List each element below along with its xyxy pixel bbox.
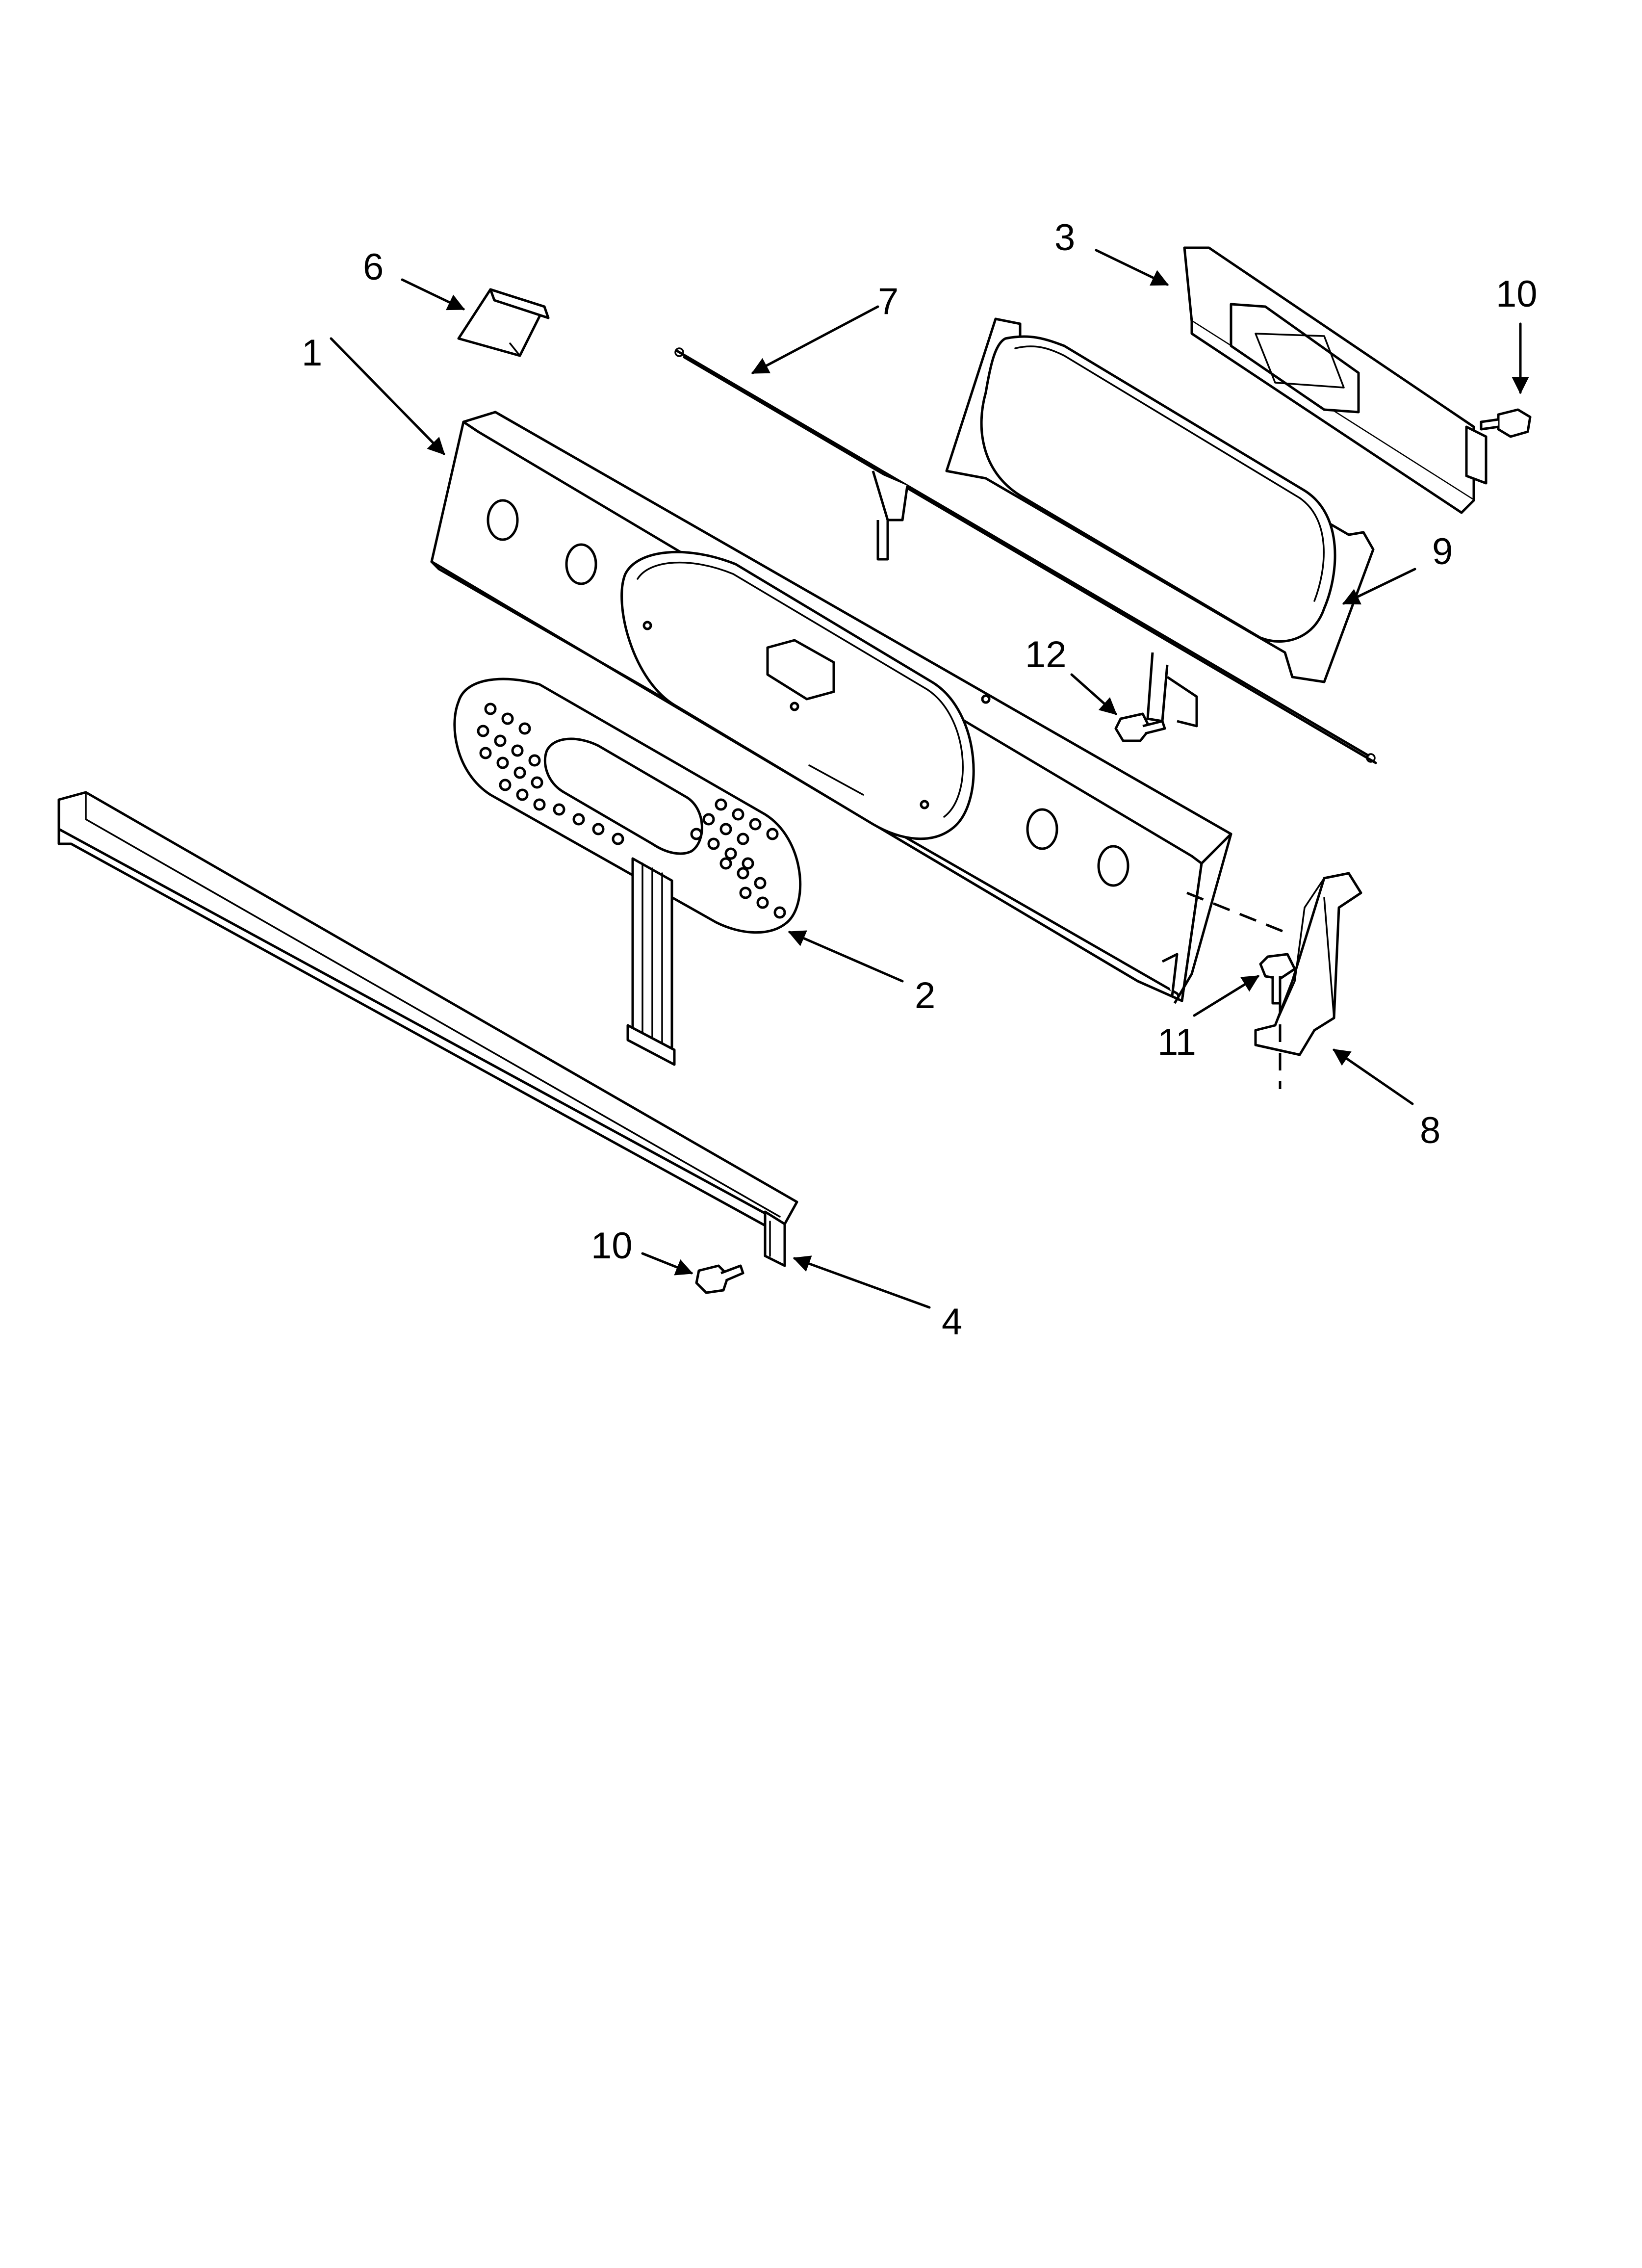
touch-panel-hole — [518, 722, 531, 735]
callout-7: 7 — [878, 281, 898, 322]
touch-panel-hole — [773, 906, 786, 919]
touch-panel-hole — [592, 823, 605, 835]
touch-panel-hole — [501, 712, 514, 725]
leader-arrows — [330, 249, 1529, 1309]
part-6-end-cap — [457, 288, 550, 357]
touch-panel-hole — [754, 877, 767, 889]
part-2-touch-panel — [453, 678, 802, 1066]
part-8-end-bracket — [1186, 872, 1362, 1089]
callout-4: 4 — [942, 1301, 962, 1343]
screw-11 — [1259, 953, 1296, 1005]
touch-panel-hole — [533, 798, 546, 811]
callout-10-lower: 10 — [591, 1225, 633, 1267]
touch-panel-button-holes — [477, 703, 786, 919]
screw-10-upper — [1480, 408, 1532, 438]
touch-panel-hole — [737, 833, 749, 845]
touch-panel-hole — [732, 808, 744, 821]
callout-labels: 1 2 3 4 6 7 8 9 10 10 11 12 — [302, 217, 1538, 1343]
touch-panel-hole — [756, 896, 769, 909]
touch-panel-hole — [742, 857, 754, 870]
touch-panel-hole — [749, 818, 762, 831]
touch-panel-hole — [702, 813, 715, 826]
touch-panel-hole — [516, 788, 529, 801]
touch-panel-hole — [494, 734, 507, 747]
touch-panel-hole — [553, 803, 565, 816]
part-7-support-bracket — [674, 347, 1377, 764]
touch-panel-hole — [484, 703, 497, 715]
touch-panel-hole — [572, 813, 585, 826]
touch-panel-hole — [496, 756, 509, 769]
screw-10-lower — [695, 1264, 744, 1294]
callout-2: 2 — [915, 975, 935, 1017]
callout-9: 9 — [1432, 531, 1453, 573]
touch-panel-hole — [766, 828, 779, 840]
touch-panel-hole — [612, 833, 624, 845]
part-4-trim-strip — [57, 791, 798, 1267]
touch-panel-hole — [531, 776, 543, 789]
callout-3: 3 — [1054, 217, 1075, 259]
callout-1: 1 — [302, 332, 322, 374]
callout-12: 12 — [1025, 634, 1067, 676]
callout-6: 6 — [363, 246, 384, 288]
callout-10-upper: 10 — [1496, 273, 1538, 315]
touch-panel-hole — [739, 886, 752, 899]
touch-panel-hole — [737, 867, 749, 880]
part-1-control-panel — [430, 411, 1232, 1004]
touch-panel-hole — [719, 857, 732, 870]
touch-panel-hole — [724, 847, 737, 860]
touch-panel-hole — [477, 725, 489, 737]
touch-panel-hole — [707, 837, 720, 850]
touch-panel-hole — [719, 823, 732, 835]
touch-panel-hole — [511, 744, 524, 757]
touch-panel-hole — [715, 798, 727, 811]
callout-11: 11 — [1157, 1021, 1196, 1063]
part-3-control-board — [1183, 246, 1488, 514]
part-9-display-frame — [945, 317, 1375, 683]
touch-panel-hole — [528, 754, 541, 767]
touch-panel-hole — [499, 779, 512, 791]
touch-panel-hole — [513, 766, 526, 779]
callout-8: 8 — [1420, 1110, 1440, 1151]
touch-panel-hole — [479, 747, 492, 759]
screw-12 — [1114, 712, 1166, 742]
touch-panel-hole — [690, 828, 703, 840]
